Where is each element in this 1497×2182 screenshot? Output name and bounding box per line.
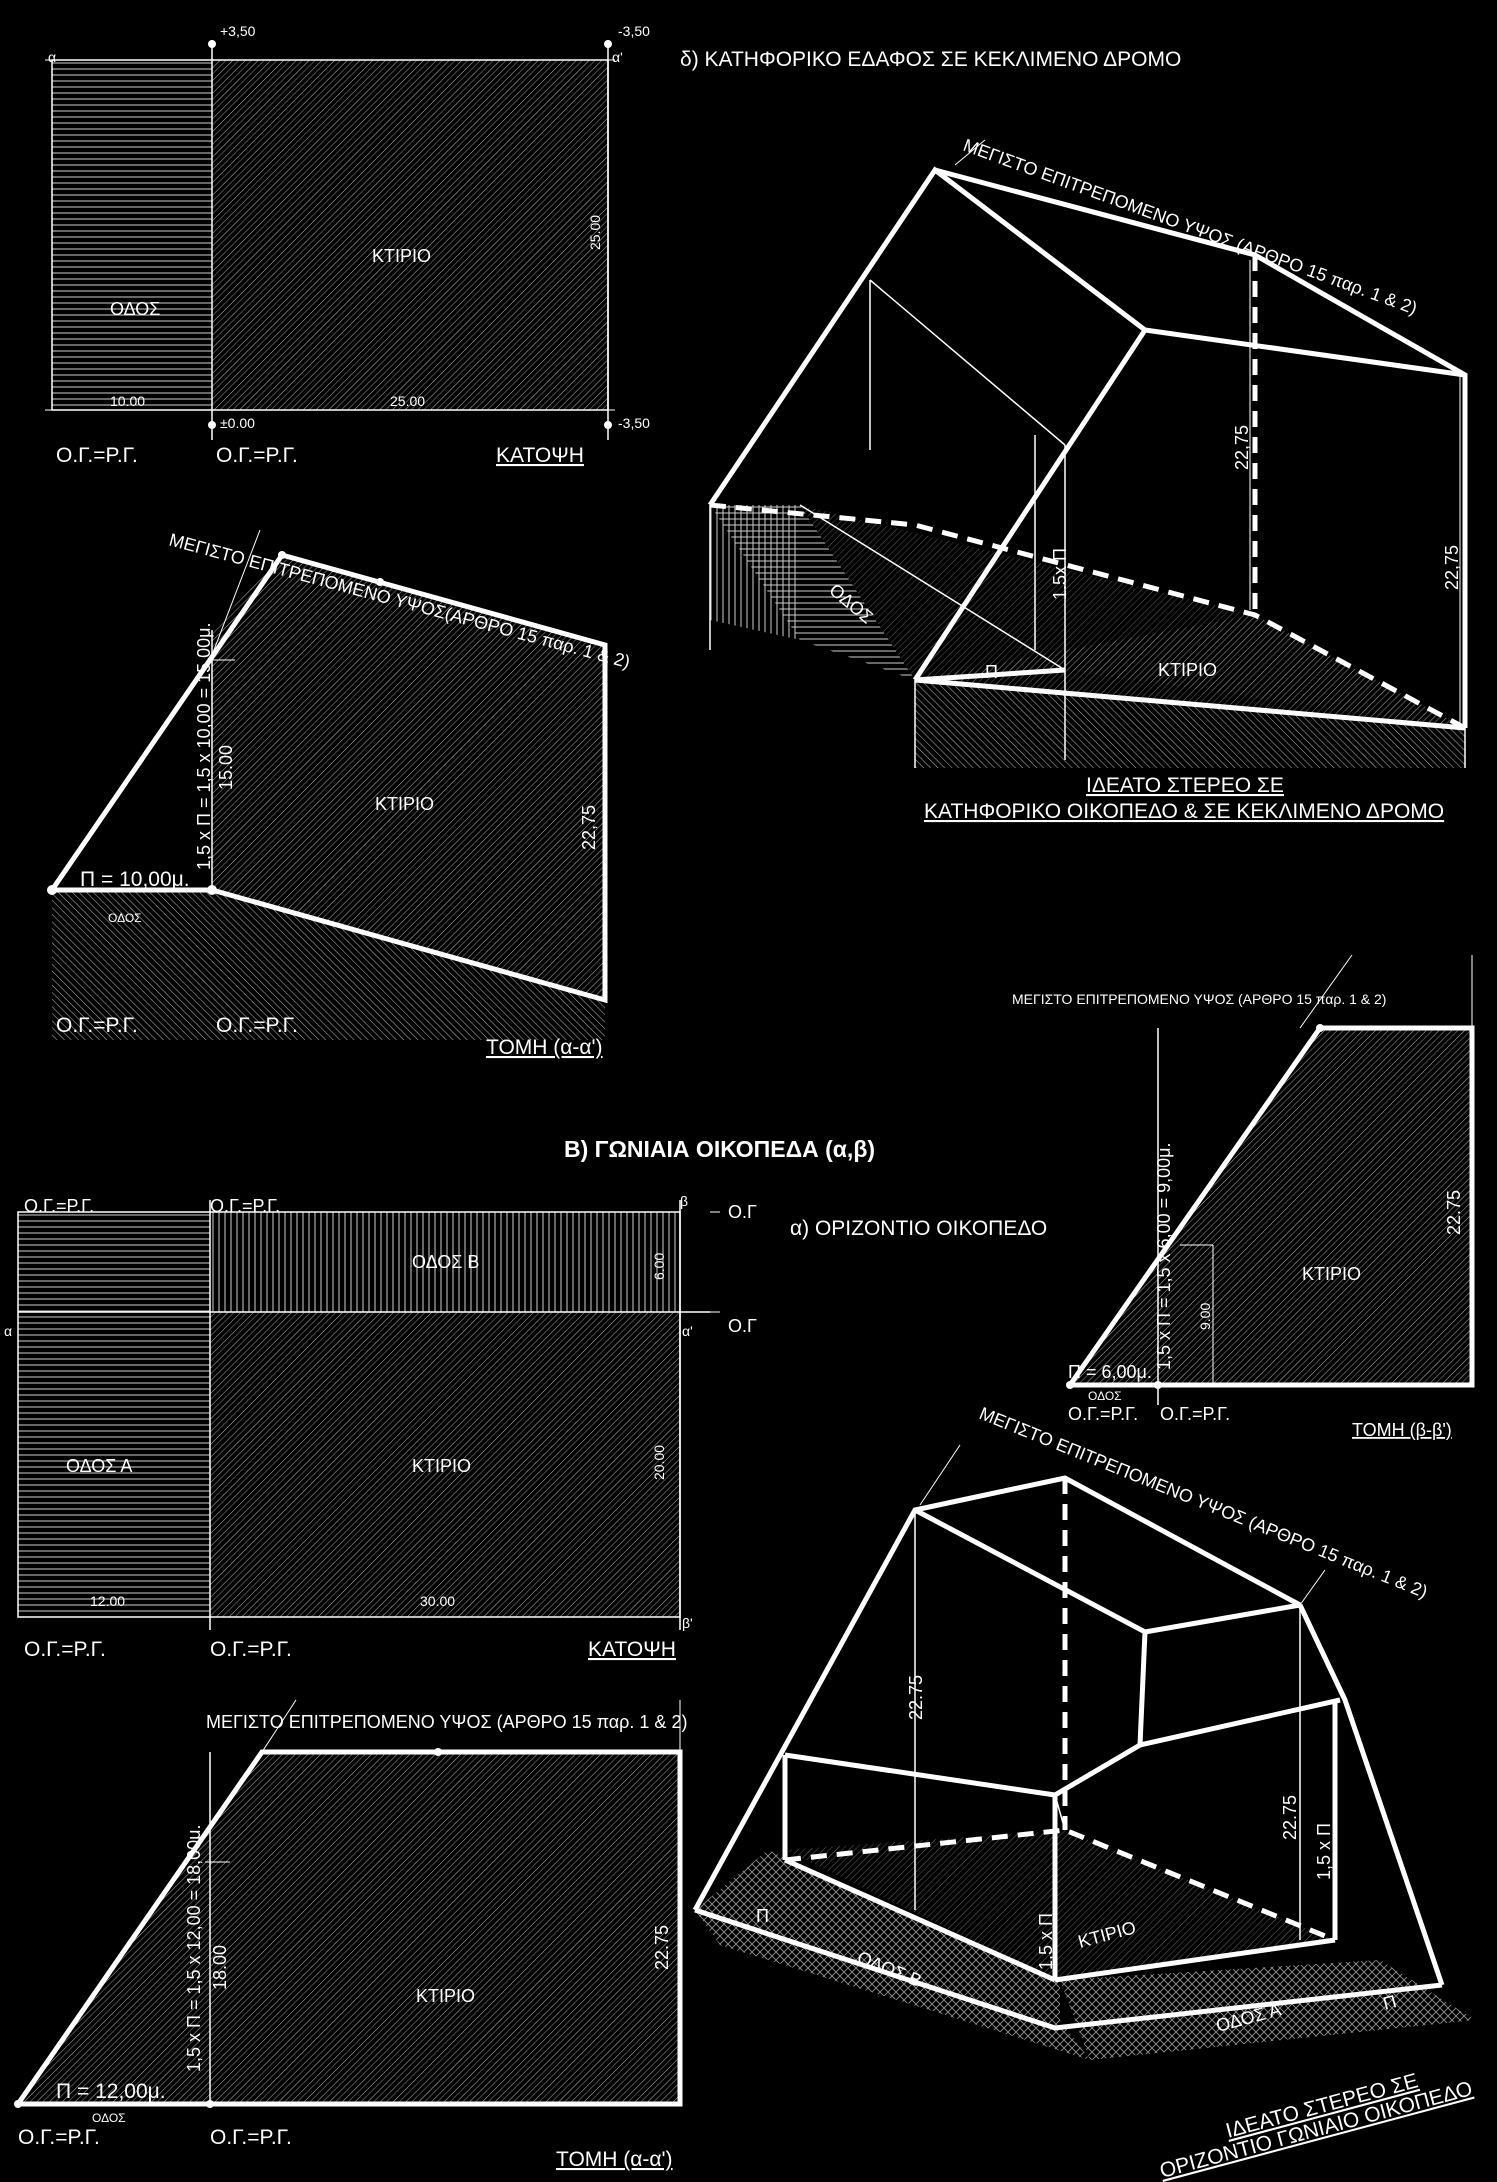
- diagram-title: α) ΟΡΙΖΟΝΤΙΟ ΟΙΚΟΠΕΔΟ: [790, 1217, 1047, 1240]
- dimension-label: 20.00: [651, 1445, 667, 1480]
- height-formula: 1,5 x Π: [1314, 1823, 1334, 1880]
- og-rg-label: Ο.Γ.=Ρ.Γ.: [216, 444, 298, 467]
- width-label: Π: [985, 662, 998, 682]
- dimension-label: 10.00: [110, 393, 145, 409]
- dimension-label: 6.00: [651, 1253, 667, 1280]
- section-mark-a-prime: α': [682, 1323, 693, 1339]
- section-mark-b: β: [680, 1193, 688, 1209]
- dimension-label: 25.00: [587, 215, 603, 250]
- height-formula: 1,5 x Π = 1,5 x 12,00 = 18,00μ.: [184, 1824, 204, 2072]
- road-area: [52, 60, 212, 410]
- dimension-label: 22,75: [579, 805, 599, 850]
- max-height-label: ΜΕΓΙΣΤΟ ΕΠΙΤΡΕΠΟΜΕΝΟ ΥΨΟΣ (ΑΡΘΡΟ 15 παρ.…: [1012, 991, 1386, 1007]
- width-label: Π: [1381, 1991, 1399, 2014]
- section-mark-a-prime: α': [612, 49, 623, 65]
- max-height-label: ΜΕΓΙΣΤΟ ΕΠΙΤΡΕΠΟΜΕΝΟ ΥΨΟΣ (ΑΡΘΡΟ 15 παρ.…: [961, 135, 1420, 318]
- plan-label: ΚΑΤΟΨΗ: [496, 444, 584, 467]
- section-aa-top: ΜΕΓΙΣΤΟ ΕΠΙΤΡΕΠΟΜΕΝΟ ΥΨΟΣ(ΑΡΘΡΟ 15 παρ. …: [47, 530, 632, 1059]
- width-label: Π = 10,00μ.: [80, 868, 190, 891]
- elevation-label: -3,50: [618, 415, 650, 431]
- solid-caption: ΚΑΤΗΦΟΡΙΚΟ ΟΙΚΟΠΕΔΟ & ΣΕ ΚΕΚΛΙΜΕΝΟ ΔΡΟΜΟ: [924, 800, 1444, 823]
- iso-sloped: δ) ΚΑΤΗΦΟΡΙΚΟ ΕΔΑΦΟΣ ΣΕ ΚΕΚΛΙΜΕΝΟ ΔΡΟΜΟ …: [680, 48, 1468, 823]
- og-rg-label: Ο.Γ.=Ρ.Γ.: [24, 1638, 106, 1661]
- og-rg-label: Ο.Γ.=Ρ.Γ.: [18, 2126, 100, 2149]
- dimension-label: 15.00: [216, 745, 236, 790]
- section-mark-b-prime: β': [682, 1615, 693, 1631]
- og-rg-label: Ο.Γ.=Ρ.Γ.: [210, 1196, 280, 1216]
- dimension-label: 22,75: [1232, 425, 1252, 470]
- plan-bottom: Ο.Γ.=Ρ.Γ. Ο.Γ.=Ρ.Γ. Ο.Γ Ο.Γ β α' α β' ΟΔ…: [4, 1193, 757, 1661]
- dimension-label: 22.75: [652, 1925, 672, 1970]
- section-label: ΤΟΜΗ (α-α'): [486, 1036, 603, 1059]
- og-rg-label: Ο.Γ.=Ρ.Γ.: [210, 1638, 292, 1661]
- solid-caption: ΟΡΙΖΟΝΤΙΟ ΓΩΝΙΑΙΟ ΟΙΚΟΠΕΔΟ: [1157, 2077, 1475, 2182]
- og-rg-label: Ο.Γ.=Ρ.Γ.: [56, 444, 138, 467]
- dimension-label: 25.00: [390, 393, 425, 409]
- section-label: ΤΟΜΗ (β-β'): [1352, 1420, 1452, 1440]
- width-label: Π = 6,00μ.: [1068, 1362, 1152, 1382]
- road-label-small: ΟΔΟΣ: [108, 911, 142, 925]
- solid-caption: ΙΔΕΑΤΟ ΣΤΕΡΕΟ ΣΕ: [1086, 774, 1284, 797]
- building-label: ΚΤΙΡΙΟ: [375, 794, 434, 814]
- plan-label: ΚΑΤΟΨΗ: [588, 1638, 676, 1661]
- width-label: Π = 12,00μ.: [56, 2080, 166, 2103]
- road-b-label: ΟΔΟΣ Β: [412, 1252, 479, 1272]
- elevation-label: ±0.00: [220, 415, 255, 431]
- building-label: ΚΤΙΡΙΟ: [412, 1456, 471, 1476]
- og-rg-label: Ο.Γ.=Ρ.Γ.: [1068, 1404, 1138, 1424]
- max-height-label: ΜΕΓΙΣΤΟ ΕΠΙΤΡΕΠΟΜΕΝΟ ΥΨΟΣ (ΑΡΘΡΟ 15 παρ.…: [206, 1712, 687, 1732]
- width-label: Π: [756, 1906, 769, 1926]
- og-label: Ο.Γ: [728, 1316, 757, 1336]
- dimension-label: 22.75: [1280, 1795, 1300, 1840]
- road-label-small: ΟΔΟΣ: [92, 2111, 126, 2125]
- height-formula: 1,5 x Π = 1,5 x 10,00 = 15,00μ.: [194, 622, 214, 870]
- diagram-title: δ) ΚΑΤΗΦΟΡΙΚΟ ΕΔΑΦΟΣ ΣΕ ΚΕΚΛΙΜΕΝΟ ΔΡΟΜΟ: [680, 48, 1181, 71]
- og-label: Ο.Γ: [728, 1202, 757, 1222]
- dimension-label: 12.00: [90, 1593, 125, 1609]
- dimension-label: 22.75: [906, 1675, 926, 1720]
- section-heading: Β) ΓΩΝΙΑΙΑ ΟΙΚΟΠΕΔΑ (α,β): [564, 1136, 875, 1162]
- section-aa-bottom: ΜΕΓΙΣΤΟ ΕΠΙΤΡΕΠΟΜΕΝΟ ΥΨΟΣ (ΑΡΘΡΟ 15 παρ.…: [14, 1699, 687, 2171]
- dimension-label: 22,75: [1442, 545, 1462, 590]
- elevation-label: -3,50: [618, 23, 650, 39]
- height-formula: 1.5x Π: [1050, 548, 1070, 600]
- og-rg-label: Ο.Γ.=Ρ.Γ.: [216, 1014, 298, 1037]
- building-label: ΚΤΙΡΙΟ: [372, 246, 431, 266]
- section-bb: ΜΕΓΙΣΤΟ ΕΠΙΤΡΕΠΟΜΕΝΟ ΥΨΟΣ (ΑΡΘΡΟ 15 παρ.…: [1012, 954, 1475, 1440]
- building-label: ΚΤΙΡΙΟ: [1158, 660, 1217, 680]
- road-label-small: ΟΔΟΣ: [1088, 1389, 1122, 1403]
- section-mark-a: α: [48, 49, 56, 65]
- section-mark-a: α: [4, 1323, 12, 1339]
- dimension-label: 30.00: [420, 1593, 455, 1609]
- height-formula: 1,5 x Π = 1,5 x 6,00 = 9,00μ.: [1154, 1142, 1174, 1370]
- height-formula: 1,5 x Π: [1036, 1913, 1056, 1970]
- building-area: [212, 60, 608, 410]
- og-rg-label: Ο.Γ.=Ρ.Γ.: [56, 1014, 138, 1037]
- elevation-label: +3,50: [220, 23, 256, 39]
- road-a-label: ΟΔΟΣ Α: [66, 1456, 132, 1476]
- og-rg-label: Ο.Γ.=Ρ.Γ.: [1160, 1404, 1230, 1424]
- plan-top: α α' +3,50 -3,50 ±0.00 -3,50 ΟΔΟΣ ΚΤΙΡΙΟ…: [45, 23, 650, 467]
- building-label: ΚΤΙΡΙΟ: [416, 1986, 475, 2006]
- og-rg-label: Ο.Γ.=Ρ.Γ.: [24, 1196, 94, 1216]
- og-rg-label: Ο.Γ.=Ρ.Γ.: [210, 2126, 292, 2149]
- section-label: ΤΟΜΗ (α-α'): [556, 2148, 673, 2171]
- dimension-label: 18.00: [210, 1945, 230, 1990]
- dimension-label: 9.00: [1197, 1303, 1213, 1330]
- road-label: ΟΔΟΣ: [110, 299, 160, 319]
- building-label: ΚΤΙΡΙΟ: [1302, 1264, 1361, 1284]
- dimension-label: 22.75: [1444, 1190, 1464, 1235]
